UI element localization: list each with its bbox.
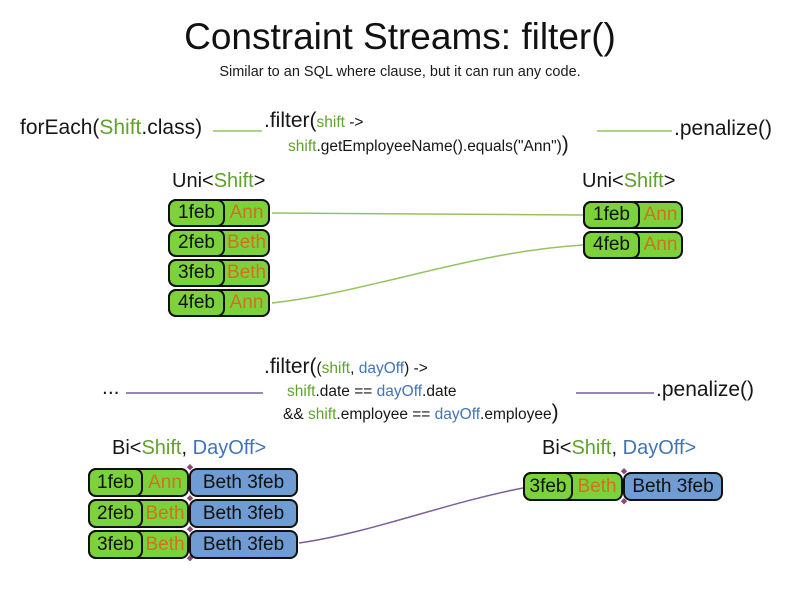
shift-date-cell: 4feb: [168, 289, 225, 317]
code-token: .filter(: [264, 109, 317, 132]
code-token-param: shift: [288, 138, 317, 155]
code-token: ,: [350, 360, 359, 377]
shift-employee-cell: Beth: [226, 262, 267, 283]
shift-employee-cell: Ann: [229, 292, 264, 313]
shift-date-cell: 3feb: [88, 530, 143, 559]
code-filter2-line1: .filter((shift, dayOff) ->: [264, 355, 428, 379]
code-token: &&: [283, 406, 308, 423]
code-foreach: forEach(Shift.class): [20, 116, 202, 140]
table-row: 4feb Ann: [168, 289, 270, 317]
code-token-param: dayOff: [358, 360, 405, 377]
code-token: .employee: [480, 406, 552, 423]
code-token: .employee ==: [336, 406, 435, 423]
shift-date-cell: 3feb: [523, 472, 573, 501]
code-penalize-1: .penalize(): [674, 117, 773, 140]
label-token: Bi<: [542, 437, 572, 459]
code-source-dots: ...: [102, 376, 120, 399]
table-row: 4feb Ann: [583, 231, 683, 259]
table-row: 1feb Ann: [88, 468, 189, 497]
bi-right-label: Bi<Shift, DayOff>: [542, 437, 696, 460]
shift-date-cell: 3feb: [168, 259, 225, 287]
dayoff-cell: Beth 3feb: [189, 530, 298, 559]
code-token-param: dayOff: [376, 383, 423, 400]
shift-employee-cell: Ann: [643, 204, 678, 225]
label-token: Bi<: [112, 437, 142, 459]
code-token: .filter(: [264, 355, 317, 378]
shift-employee-cell: Beth: [145, 502, 185, 524]
connector-row-4feb: [271, 244, 584, 304]
code-token: .date ==: [315, 383, 377, 400]
uni-right-label: Uni<Shift>: [582, 170, 675, 193]
code-penalize-2: .penalize(): [656, 378, 755, 401]
connector-row-1feb: [271, 212, 584, 216]
label-token: ,: [181, 437, 193, 459]
shift-employee-cell: Beth: [226, 232, 267, 253]
code-filter1-line2: shift.getEmployeeName().equals("Ann")): [288, 133, 569, 157]
table-row: 1feb Ann: [583, 201, 683, 229]
shift-employee-cell: Ann: [229, 202, 264, 223]
shift-date-cell: 1feb: [168, 199, 225, 227]
code-token: .getEmployeeName().equals("Ann"): [316, 138, 562, 155]
table-row: 3feb Beth: [88, 530, 189, 559]
code-token: (: [316, 360, 322, 377]
label-token: Uni<: [172, 170, 214, 192]
code-filter1-line1: .filter(shift ->: [264, 109, 363, 133]
shift-employee-cell: Ann: [148, 471, 182, 493]
label-token-dayoff: DayOff: [622, 437, 685, 459]
shift-date-cell: 2feb: [88, 499, 143, 528]
slide-subtitle: Similar to an SQL where clause, but it c…: [219, 64, 581, 80]
table-row: 3feb Beth: [523, 472, 623, 501]
label-token: >: [253, 170, 266, 192]
label-token: >: [684, 437, 697, 459]
shift-date-cell: 2feb: [168, 229, 225, 257]
label-token-shift: Shift: [623, 170, 664, 192]
code-token: ): [561, 133, 569, 156]
connector-row-3feb-pair: [298, 487, 524, 544]
shift-date-cell: 1feb: [583, 201, 640, 229]
code-token: .date: [422, 383, 457, 400]
shift-date-cell: 4feb: [583, 231, 640, 259]
table-row: 2feb Beth: [168, 229, 270, 257]
code-token: .class): [141, 116, 203, 139]
table-row: 1feb Ann: [168, 199, 270, 227]
table-row: 3feb Beth: [168, 259, 270, 287]
code-token-param: shift: [316, 114, 345, 131]
label-token: >: [663, 170, 676, 192]
code-token: ->: [344, 114, 364, 131]
code-token-param: dayOff: [434, 406, 481, 423]
label-token-shift: Shift: [571, 437, 612, 459]
code-token-param: shift: [321, 360, 351, 377]
uni-left-label: Uni<Shift>: [172, 170, 265, 193]
label-token: Uni<: [582, 170, 624, 192]
dayoff-cell: Beth 3feb: [623, 472, 723, 501]
shift-employee-cell: Ann: [643, 234, 678, 255]
code-filter2-line3: && shift.employee == dayOff.employee): [283, 401, 559, 425]
table-row: 2feb Beth: [88, 499, 189, 528]
code-token: ): [551, 401, 559, 424]
shift-employee-cell: Beth: [145, 533, 185, 555]
code-token: ) ->: [404, 360, 428, 377]
slide-title: Constraint Streams: filter(): [184, 16, 616, 57]
code-token-param: shift: [307, 406, 337, 423]
label-token: >: [254, 437, 267, 459]
bi-left-label: Bi<Shift, DayOff>: [112, 437, 266, 460]
code-token: forEach(: [20, 116, 100, 139]
shift-employee-cell: Beth: [577, 475, 617, 497]
label-token-shift: Shift: [213, 170, 254, 192]
dayoff-cell: Beth 3feb: [189, 468, 298, 497]
label-token-shift: Shift: [141, 437, 182, 459]
label-token-dayoff: DayOff: [192, 437, 255, 459]
shift-date-cell: 1feb: [88, 468, 143, 497]
code-token-param: shift: [287, 383, 316, 400]
label-token: ,: [611, 437, 623, 459]
dayoff-cell: Beth 3feb: [189, 499, 298, 528]
code-filter2-line2: shift.date == dayOff.date: [287, 383, 457, 400]
code-token-class: Shift: [99, 116, 142, 139]
